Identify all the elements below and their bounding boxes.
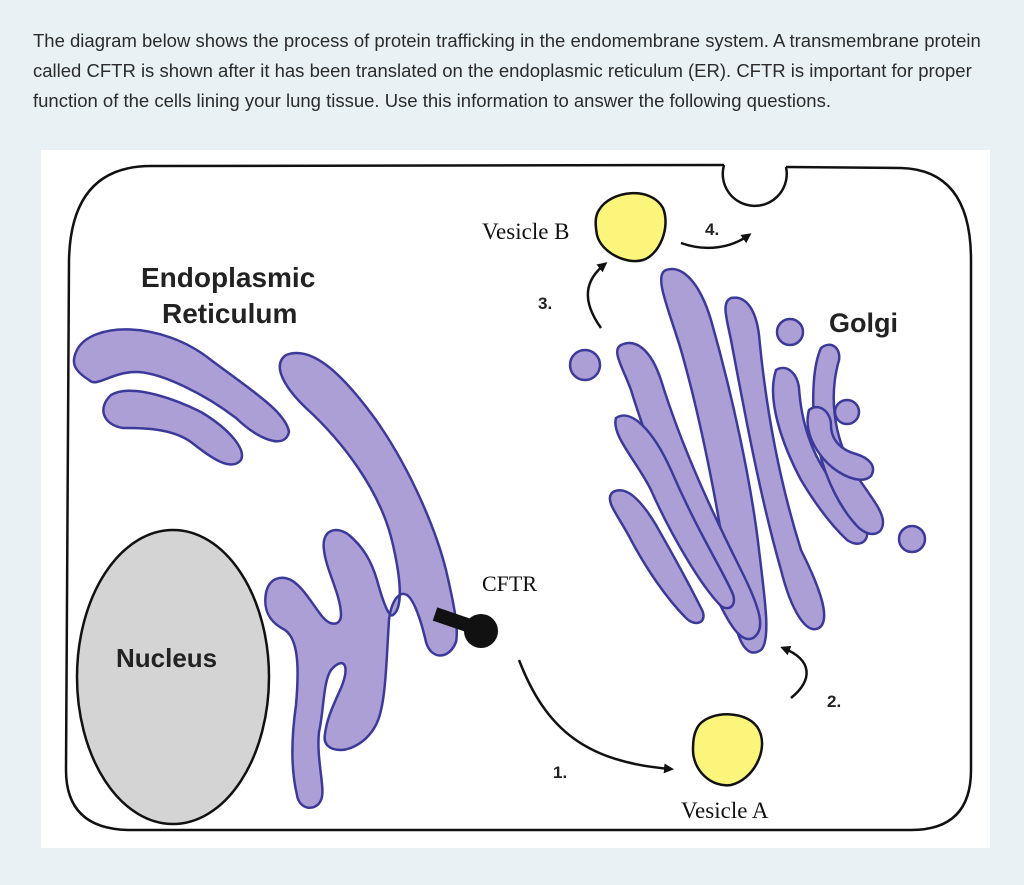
er-label-line2: Reticulum — [162, 298, 297, 329]
vesicle-a-label: Vesicle A — [681, 798, 769, 823]
vesicle-b-label: Vesicle B — [482, 219, 570, 244]
cell-membrane — [64, 163, 973, 832]
step-4-label: 4. — [705, 220, 719, 239]
vesicle-b — [594, 192, 667, 263]
golgi-small-vesicles — [568, 317, 927, 554]
arrow-step-2 — [780, 645, 808, 699]
golgi-label: Golgi — [829, 308, 898, 338]
arrow-step-1 — [517, 659, 674, 774]
golgi-apparatus — [608, 267, 885, 654]
step-2-label: 2. — [827, 692, 841, 711]
step-3-label: 3. — [538, 294, 552, 313]
step-1-label: 1. — [553, 763, 567, 782]
exocytosis-vesicle — [721, 164, 788, 208]
cftr-label: CFTR — [482, 571, 537, 596]
arrow-step-3 — [586, 262, 608, 329]
arrow-step-4 — [680, 233, 752, 250]
vesicle-a — [691, 713, 764, 787]
endoplasmic-reticulum — [72, 328, 459, 809]
intro-paragraph: The diagram below shows the process of p… — [33, 30, 981, 111]
protein-trafficking-diagram: Endoplasmic Reticulum Golgi Nucleus CFTR… — [41, 150, 990, 848]
er-label-line1: Endoplasmic — [141, 262, 315, 293]
nucleus — [75, 528, 271, 826]
cftr-protein — [432, 607, 498, 648]
nucleus-label: Nucleus — [116, 643, 217, 673]
